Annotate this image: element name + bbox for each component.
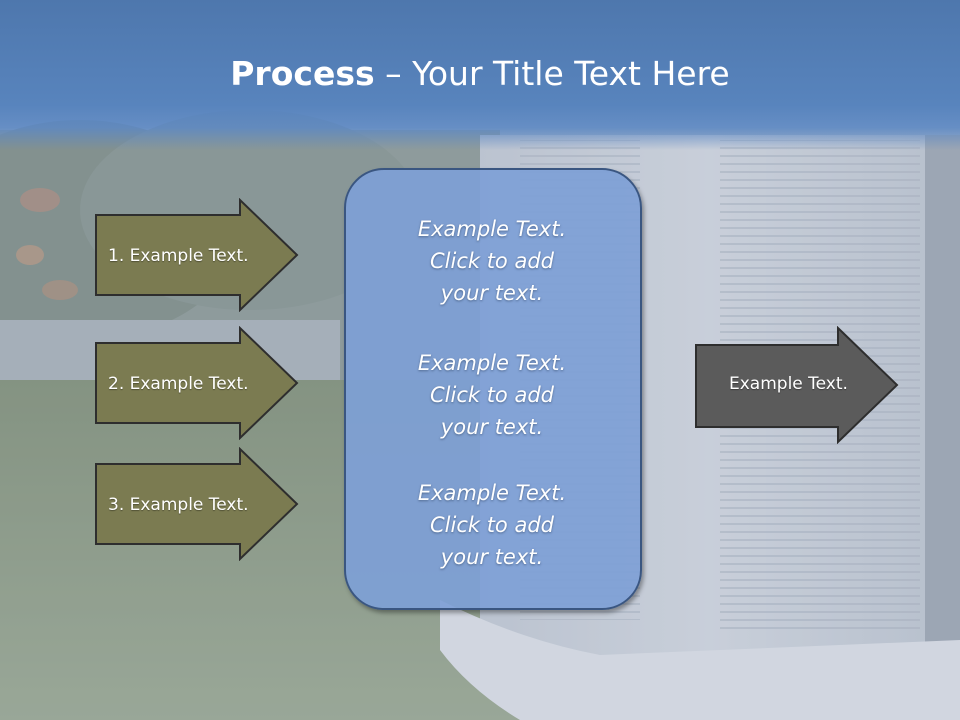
center-block-1-line3: your text. xyxy=(440,281,544,305)
center-block-1-line2: Click to add xyxy=(429,249,554,273)
center-block-3-line3: your text. xyxy=(440,545,544,569)
left-arrow-3 xyxy=(95,447,299,561)
title-rest-text: – Your Title Text Here xyxy=(374,54,730,93)
center-block-1: Example Text. Click to add your text. xyxy=(345,213,639,309)
left-arrow-3-label: 3. Example Text. xyxy=(108,495,249,515)
center-block-2-line3: your text. xyxy=(440,415,544,439)
center-block-2-line2: Click to add xyxy=(429,383,554,407)
left-arrow-2 xyxy=(95,326,299,440)
center-block-3-line1: Example Text. xyxy=(417,481,567,505)
title-band xyxy=(0,0,960,150)
center-block-2-line1: Example Text. xyxy=(417,351,567,375)
right-arrow xyxy=(695,326,899,444)
center-block-3-line2: Click to add xyxy=(429,513,554,537)
slide-title: Process – Your Title Text Here xyxy=(0,50,960,98)
center-block-2: Example Text. Click to add your text. xyxy=(345,347,639,443)
left-arrow-2-label: 2. Example Text. xyxy=(108,374,249,394)
left-arrow-1 xyxy=(95,198,299,312)
center-text-box[interactable] xyxy=(344,168,642,610)
right-arrow-label: Example Text. xyxy=(729,374,848,394)
center-block-1-line1: Example Text. xyxy=(417,217,567,241)
center-block-3: Example Text. Click to add your text. xyxy=(345,477,639,573)
title-bold-text: Process xyxy=(230,54,375,93)
left-arrow-1-label: 1. Example Text. xyxy=(108,246,249,266)
